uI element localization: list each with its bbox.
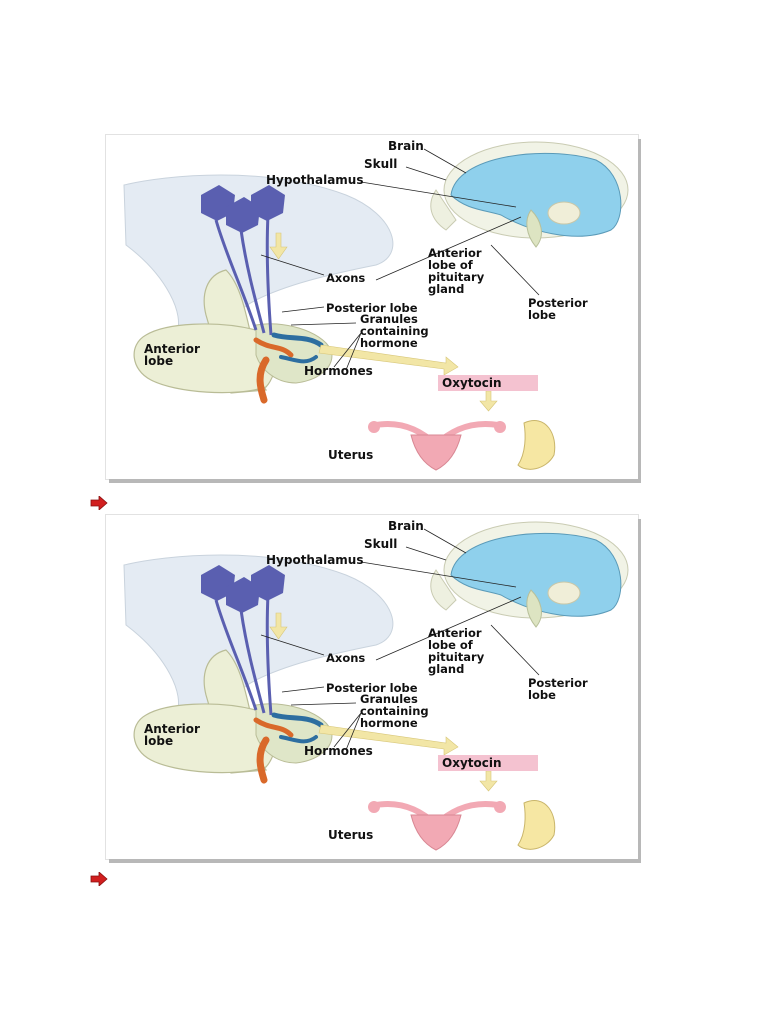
face-profile [430,189,457,231]
label-anterior-lobe: Anterior lobe [144,342,200,368]
svg-text:containing: containing [360,324,429,338]
label-skull: Skull [364,537,397,551]
svg-text:lobe: lobe [144,354,173,368]
svg-text:gland: gland [428,662,464,676]
cerebellum-shape [547,581,581,605]
label-anterior-lobe: Anterior lobe [144,722,200,748]
label-anterior-pituitary: Anterior lobe of pituitary gland [428,246,485,296]
svg-text:hormone: hormone [360,716,418,730]
label-skull: Skull [364,157,397,171]
svg-text:pituitary: pituitary [428,270,485,284]
label-posterior-lobe-right: Posterior lobe [528,676,588,702]
svg-text:gland: gland [428,282,464,296]
svg-text:containing: containing [360,704,429,718]
svg-text:Anterior: Anterior [144,722,200,736]
label-oxytocin: Oxytocin [442,376,502,390]
neuron-cell-3 [251,565,285,601]
axon-fibers [214,214,273,336]
svg-text:Posterior: Posterior [528,676,588,690]
label-oxytocin: Oxytocin [442,756,502,770]
neuron-cell-3 [251,185,285,221]
label-uterus: Uterus [328,448,373,462]
label-hormones: Hormones [304,744,373,758]
svg-text:lobe of: lobe of [428,638,474,652]
uterus-illustration [368,421,506,471]
label-hypothalamus: Hypothalamus [266,173,363,187]
breast-tissue-illustration [517,420,556,470]
label-hormones: Hormones [304,364,373,378]
pituitary-diagram-1: Brain Skull Hypothalamus Anterior lobe o… [106,135,638,479]
svg-text:lobe: lobe [144,734,173,748]
svg-text:Granules: Granules [360,692,418,706]
neuron-cells [201,185,285,233]
svg-text:Anterior: Anterior [428,626,482,640]
label-posterior-lobe-right: Posterior lobe [528,296,588,322]
face-profile [430,569,457,611]
label-axons: Axons [326,651,365,665]
label-granules: Granules containing hormone [360,312,429,350]
oxytocin-highlight [438,375,538,391]
brainstem-shape [526,589,542,628]
svg-text:Anterior: Anterior [144,342,200,356]
cerebellum-shape [547,201,581,225]
oxytocin-down-arrow [479,770,498,792]
svg-text:lobe: lobe [528,688,556,702]
red-arrow-bullet-icon [90,495,108,511]
downward-flow-arrow [269,612,288,640]
label-anterior-pituitary: Anterior lobe of pituitary gland [428,626,485,676]
svg-text:lobe of: lobe of [428,258,474,272]
oxytocin-down-arrow [479,390,498,412]
label-axons: Axons [326,271,365,285]
label-leader-lines [260,528,540,751]
oxytocin-highlight [438,755,538,771]
hormone-flow-arrow [318,344,459,376]
red-arrow-bullet-icon [90,871,108,887]
blood-vessels [253,332,324,404]
svg-text:Posterior: Posterior [528,296,588,310]
label-brain: Brain [388,139,424,153]
blood-vessels [253,712,324,784]
anterior-lobe-tissue [133,323,276,394]
label-posterior-lobe: Posterior lobe [326,301,418,315]
uterus-illustration [368,801,506,851]
label-brain: Brain [388,519,424,533]
label-uterus: Uterus [328,828,373,842]
svg-text:hormone: hormone [360,336,418,350]
label-posterior-lobe: Posterior lobe [326,681,418,695]
anterior-lobe-tissue [133,703,276,774]
svg-text:Anterior: Anterior [428,246,482,260]
svg-text:Granules: Granules [360,312,418,326]
label-hypothalamus: Hypothalamus [266,553,363,567]
downward-flow-arrow [269,232,288,260]
axon-fibers [214,594,273,716]
neuron-cells [201,565,285,613]
label-granules: Granules containing hormone [360,692,429,730]
svg-text:pituitary: pituitary [428,650,485,664]
hormone-flow-arrow [318,724,459,756]
breast-tissue-illustration [517,800,556,850]
svg-text:lobe: lobe [528,308,556,322]
label-leader-lines [260,148,540,371]
brainstem-shape [526,209,542,248]
pituitary-diagram-2: Brain Skull Hypothalamus Anterior lobe o… [106,515,638,859]
